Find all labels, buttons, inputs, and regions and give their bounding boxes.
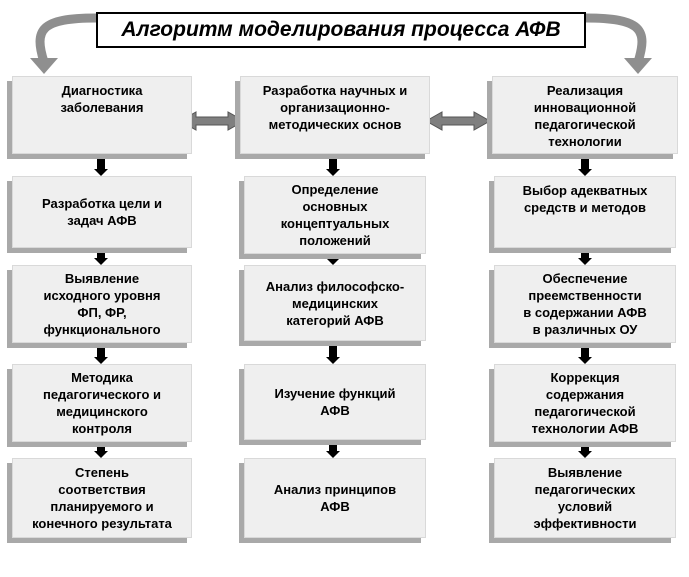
curved-arrow-left-head bbox=[30, 58, 58, 74]
down-arrow-head bbox=[326, 451, 340, 458]
curved-arrow-right bbox=[585, 13, 647, 64]
curved-arrow-left bbox=[35, 13, 97, 64]
down-arrow-shaft bbox=[97, 248, 105, 259]
down-arrow-shaft bbox=[329, 154, 337, 170]
box-concepts: Определение основных концептуальных поло… bbox=[244, 176, 426, 254]
down-arrow-head bbox=[326, 169, 340, 176]
down-arrow-head bbox=[94, 258, 108, 265]
down-arrow-shaft bbox=[581, 154, 589, 170]
box-scientific-basis: Разработка научных и организационно- мет… bbox=[240, 76, 430, 154]
down-arrow-head bbox=[578, 169, 592, 176]
box-control-method: Методика педагогического и медицинского … bbox=[12, 364, 192, 442]
box-initial-level: Выявление исходного уровня ФП, ФР, функц… bbox=[12, 265, 192, 343]
down-arrow-shaft bbox=[329, 342, 337, 358]
down-arrow-head bbox=[94, 357, 108, 364]
box-goals: Разработка цели и задач АФВ bbox=[12, 176, 192, 248]
down-arrow-head bbox=[94, 169, 108, 176]
down-arrow-head bbox=[578, 357, 592, 364]
down-arrow-shaft bbox=[581, 441, 589, 452]
box-continuity: Обеспечение преемственности в содержании… bbox=[494, 265, 676, 343]
box-conditions: Выявление педагогических условий эффекти… bbox=[494, 458, 676, 538]
box-result-match: Степень соответствия планируемого и коне… bbox=[12, 458, 192, 538]
box-diagnosis: Диагностика заболевания bbox=[12, 76, 192, 154]
curved-arrow-right-head bbox=[624, 58, 652, 74]
box-functions-study: Изучение функций АФВ bbox=[244, 364, 426, 440]
box-principles-analysis: Анализ принципов АФВ bbox=[244, 458, 426, 538]
diagram-title: Алгоритм моделирования процесса АФВ bbox=[96, 12, 586, 48]
box-means-methods: Выбор адекватных средств и методов bbox=[494, 176, 676, 248]
down-arrow-head bbox=[578, 258, 592, 265]
down-arrow-head bbox=[326, 258, 340, 265]
down-arrow-shaft bbox=[329, 441, 337, 452]
down-arrow-shaft bbox=[97, 441, 105, 452]
vertical-arrows bbox=[94, 154, 592, 458]
box-innovative-technology: Реализация инновационной педагогической … bbox=[492, 76, 678, 154]
box-philosophical-analysis: Анализ философско- медицинских категорий… bbox=[244, 265, 426, 341]
down-arrow-shaft bbox=[97, 342, 105, 358]
down-arrow-shaft bbox=[581, 248, 589, 259]
double-arrow-right bbox=[424, 111, 492, 131]
down-arrow-head bbox=[578, 451, 592, 458]
down-arrow-head bbox=[326, 357, 340, 364]
box-correction: Коррекция содержания педагогической техн… bbox=[494, 364, 676, 442]
down-arrow-shaft bbox=[581, 342, 589, 358]
down-arrow-head bbox=[94, 451, 108, 458]
down-arrow-shaft bbox=[97, 154, 105, 170]
